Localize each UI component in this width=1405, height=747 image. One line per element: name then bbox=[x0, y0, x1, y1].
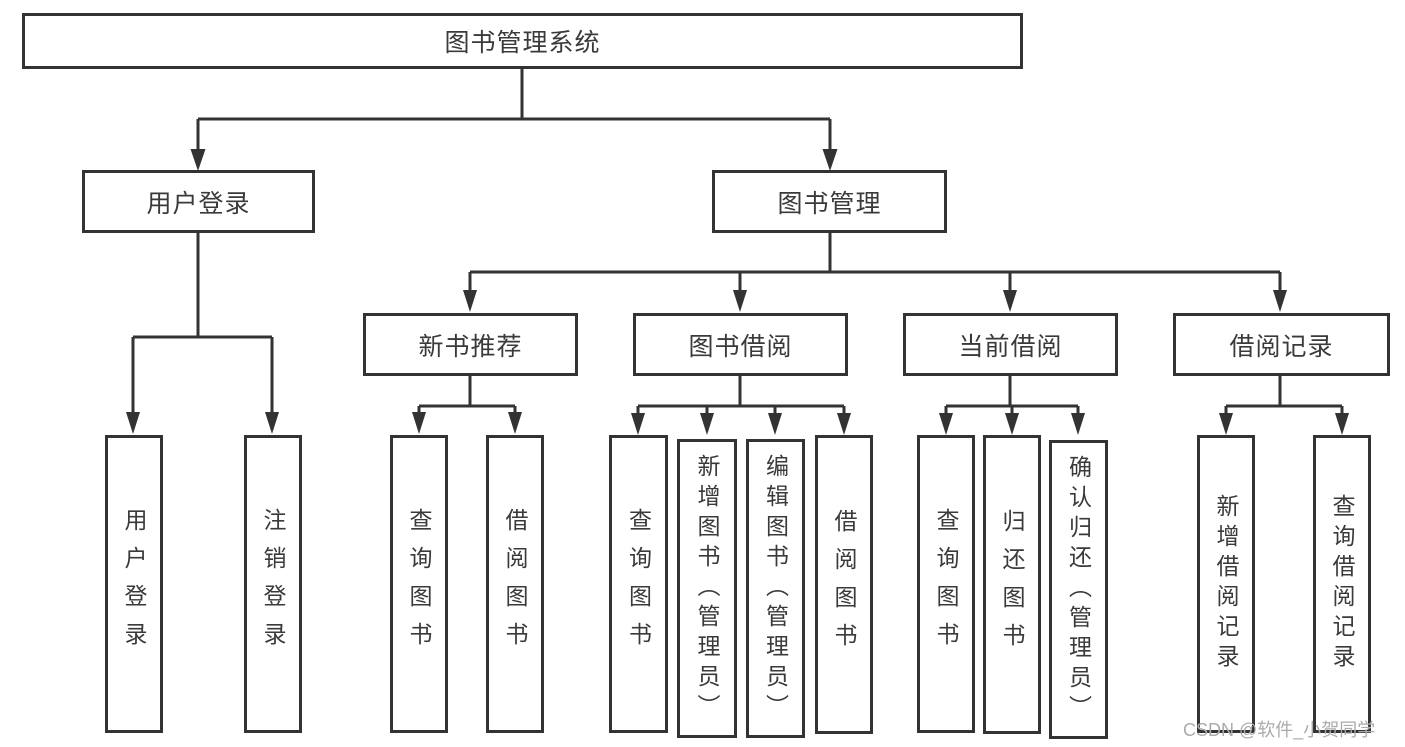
connector-line bbox=[417, 376, 517, 414]
node-current-borrow: 当前借阅 bbox=[903, 313, 1118, 376]
node-root: 图书管理系统 bbox=[22, 13, 1023, 69]
connector-line bbox=[636, 376, 846, 414]
leaf-confirm-return-admin: 确认归还（管理员） bbox=[1049, 440, 1108, 739]
leaf-query-borrow-record: 查询借阅记录 bbox=[1313, 435, 1371, 733]
arrowhead-icon bbox=[1273, 290, 1287, 312]
leaf-query-books-recommend: 查询图书 bbox=[390, 435, 448, 733]
node-user-login: 用户登录 bbox=[82, 170, 315, 233]
node-new-book-recommend-label: 新书推荐 bbox=[418, 332, 523, 361]
arrowhead-icon bbox=[939, 413, 953, 435]
node-borrow-records: 借阅记录 bbox=[1173, 313, 1390, 376]
leaf-confirm-return-admin-label: 确认归还（管理员） bbox=[1065, 454, 1092, 725]
connector-new-book-recommend-to-leaves bbox=[412, 376, 522, 434]
node-book-management: 图书管理 bbox=[712, 170, 947, 233]
arrowhead-icon bbox=[412, 412, 426, 434]
leaf-query-books-borrow: 查询图书 bbox=[609, 435, 668, 733]
arrowhead-icon bbox=[700, 413, 714, 435]
arrowhead-icon bbox=[265, 412, 279, 434]
leaf-query-books-borrow-label: 查询图书 bbox=[625, 508, 652, 660]
leaf-add-book-admin: 新增图书（管理员） bbox=[677, 439, 737, 738]
arrowhead-icon bbox=[837, 413, 851, 435]
connector-line bbox=[468, 233, 1282, 291]
connector-current-borrow-to-leaves bbox=[939, 376, 1085, 435]
arrowhead-icon bbox=[1003, 290, 1017, 312]
leaf-return-books-label: 归还图书 bbox=[999, 508, 1025, 661]
leaf-user-login: 用户登录 bbox=[105, 435, 163, 733]
leaf-query-books-recommend-label: 查询图书 bbox=[406, 508, 432, 660]
arrowhead-icon bbox=[768, 413, 782, 435]
leaf-edit-book-admin: 编辑图书（管理员） bbox=[746, 439, 805, 738]
node-book-borrow: 图书借阅 bbox=[633, 313, 848, 376]
connector-root-to-level2 bbox=[190, 69, 838, 171]
node-current-borrow-label: 当前借阅 bbox=[958, 332, 1063, 361]
leaf-query-borrow-record-label: 查询借阅记录 bbox=[1329, 494, 1355, 674]
arrowhead-icon bbox=[126, 412, 140, 434]
connector-book-management-to-level3 bbox=[463, 233, 1287, 312]
connector-line bbox=[131, 233, 274, 413]
leaf-edit-book-admin-label: 编辑图书（管理员） bbox=[762, 453, 789, 724]
connector-book-borrow-to-leaves bbox=[631, 376, 851, 435]
arrowhead-icon bbox=[463, 290, 477, 312]
leaf-add-book-admin-label: 新增图书（管理员） bbox=[694, 453, 720, 724]
node-new-book-recommend: 新书推荐 bbox=[363, 313, 578, 376]
leaf-borrow-books-borrow-label: 借阅图书 bbox=[831, 508, 857, 661]
node-root-label: 图书管理系统 bbox=[444, 29, 601, 57]
node-book-management-label: 图书管理 bbox=[777, 189, 882, 218]
leaf-query-books-current: 查询图书 bbox=[917, 435, 975, 733]
arrowhead-icon bbox=[1219, 413, 1233, 435]
arrowhead-icon bbox=[733, 290, 747, 312]
node-book-borrow-label: 图书借阅 bbox=[688, 332, 793, 361]
arrowhead-icon bbox=[1335, 413, 1349, 435]
arrowhead-icon bbox=[822, 149, 838, 171]
arrowhead-icon bbox=[190, 149, 206, 171]
leaf-user-login-label: 用户登录 bbox=[121, 508, 147, 660]
arrowhead-icon bbox=[1005, 413, 1019, 435]
leaf-logout-label: 注销登录 bbox=[260, 508, 286, 660]
leaf-add-borrow-record: 新增借阅记录 bbox=[1197, 435, 1255, 733]
leaf-borrow-books-recommend: 借阅图书 bbox=[486, 435, 544, 733]
leaf-add-borrow-record-label: 新增借阅记录 bbox=[1213, 494, 1239, 674]
node-borrow-records-label: 借阅记录 bbox=[1229, 332, 1334, 361]
arrowhead-icon bbox=[631, 413, 645, 435]
watermark-text: CSDN @软件_小贺同学 bbox=[1183, 720, 1376, 740]
connector-borrow-records-to-leaves bbox=[1219, 376, 1349, 435]
connector-line bbox=[944, 376, 1080, 414]
leaf-query-books-current-label: 查询图书 bbox=[933, 508, 959, 660]
leaf-borrow-books-recommend-label: 借阅图书 bbox=[502, 508, 528, 660]
arrowhead-icon bbox=[1071, 413, 1085, 435]
connector-line bbox=[1224, 376, 1344, 414]
leaf-logout: 注销登录 bbox=[244, 435, 302, 733]
connector-user-login-to-leaves bbox=[126, 233, 279, 434]
arrowhead-icon bbox=[508, 412, 522, 434]
leaf-borrow-books-borrow: 借阅图书 bbox=[815, 435, 873, 734]
leaf-return-books: 归还图书 bbox=[983, 435, 1041, 734]
node-user-login-label: 用户登录 bbox=[146, 189, 251, 218]
connector-line bbox=[196, 69, 832, 151]
